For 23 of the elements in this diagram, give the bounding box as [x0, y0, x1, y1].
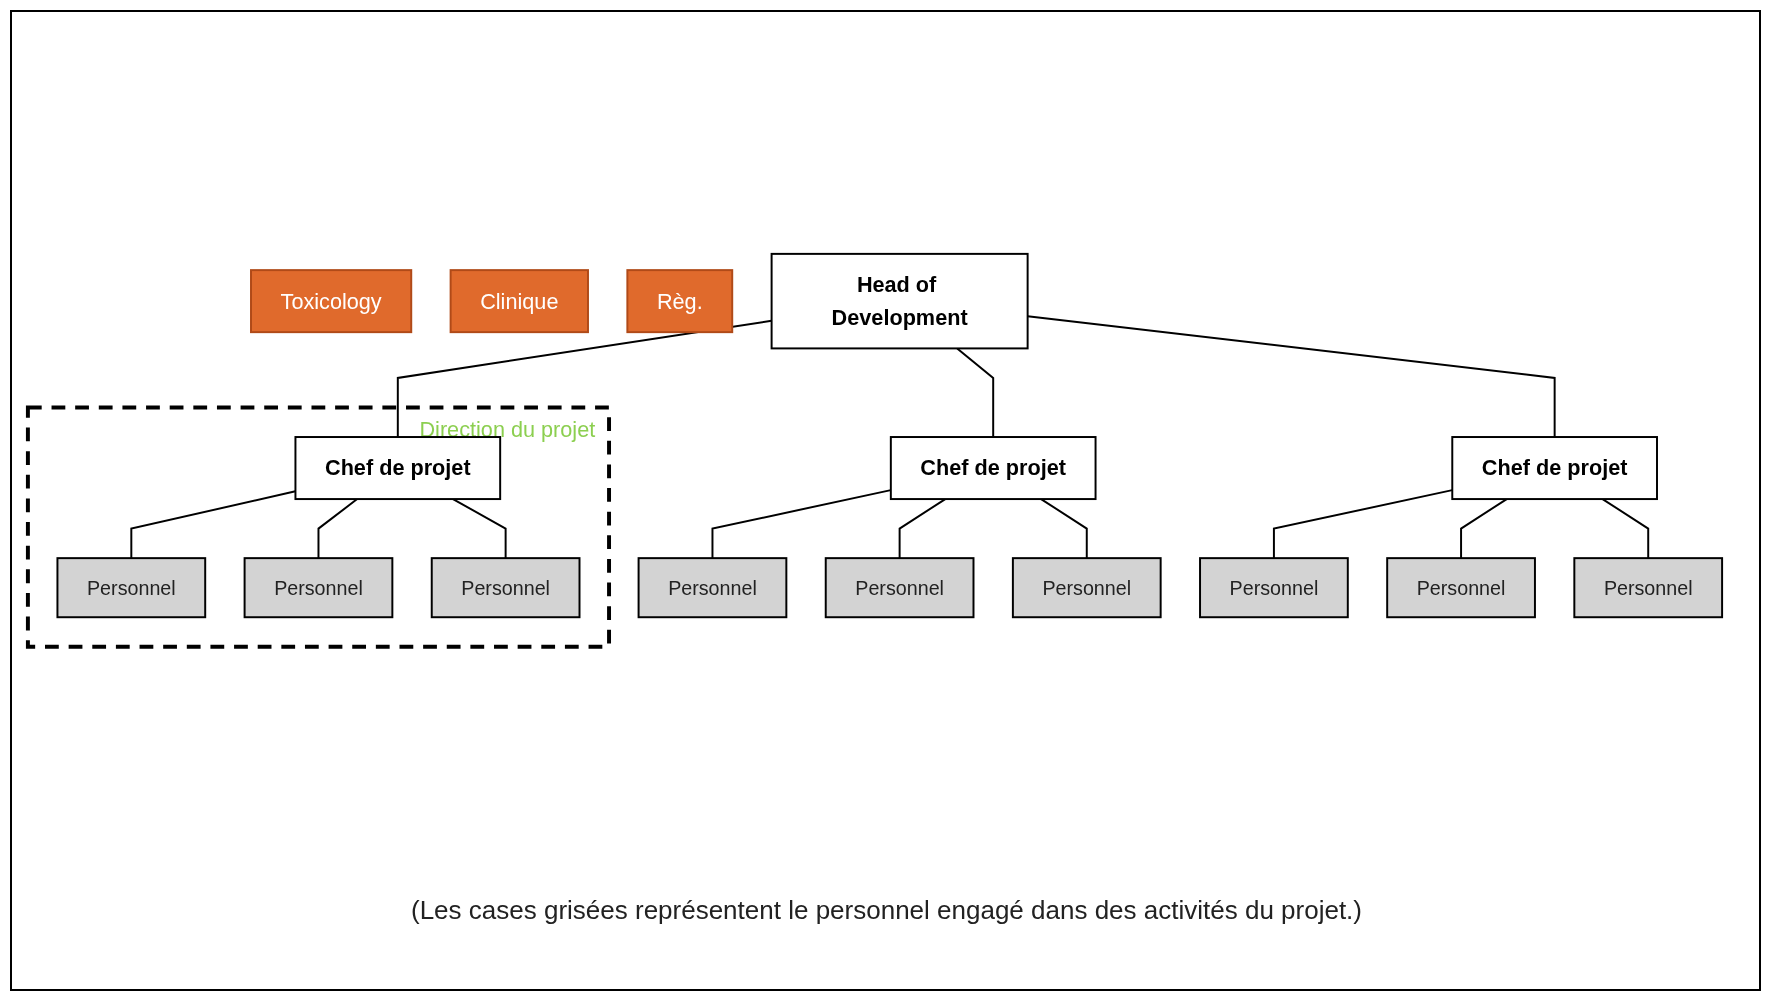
node-box: Personnel	[1199, 556, 1349, 618]
node-box: Personnel	[56, 556, 207, 618]
connector	[898, 497, 947, 559]
node-box: Personnel	[637, 556, 788, 618]
node-box: Personnel	[824, 556, 975, 618]
connector	[956, 347, 995, 438]
node-box: Personnel	[430, 556, 581, 618]
connector	[1601, 497, 1650, 559]
node-box: Règ.	[626, 268, 734, 333]
caption: (Les cases grisées représentent le personnel engagé dans des activités du projet.)	[411, 895, 1362, 925]
node-box: Toxicology	[250, 268, 413, 333]
node-box: Chef de projet	[1451, 435, 1658, 500]
node-box: Personnel	[1386, 556, 1536, 618]
node-box: Chef de projet	[889, 435, 1097, 500]
node-box: Clinique	[449, 268, 589, 333]
connector	[1040, 497, 1088, 559]
connector	[317, 497, 359, 559]
node-box: Personnel	[243, 556, 394, 618]
connector	[452, 497, 507, 559]
connector	[1460, 497, 1508, 559]
node-box: Personnel	[1573, 556, 1724, 618]
node-box: Head of Development	[770, 252, 1029, 350]
node-box: Personnel	[1011, 556, 1162, 618]
